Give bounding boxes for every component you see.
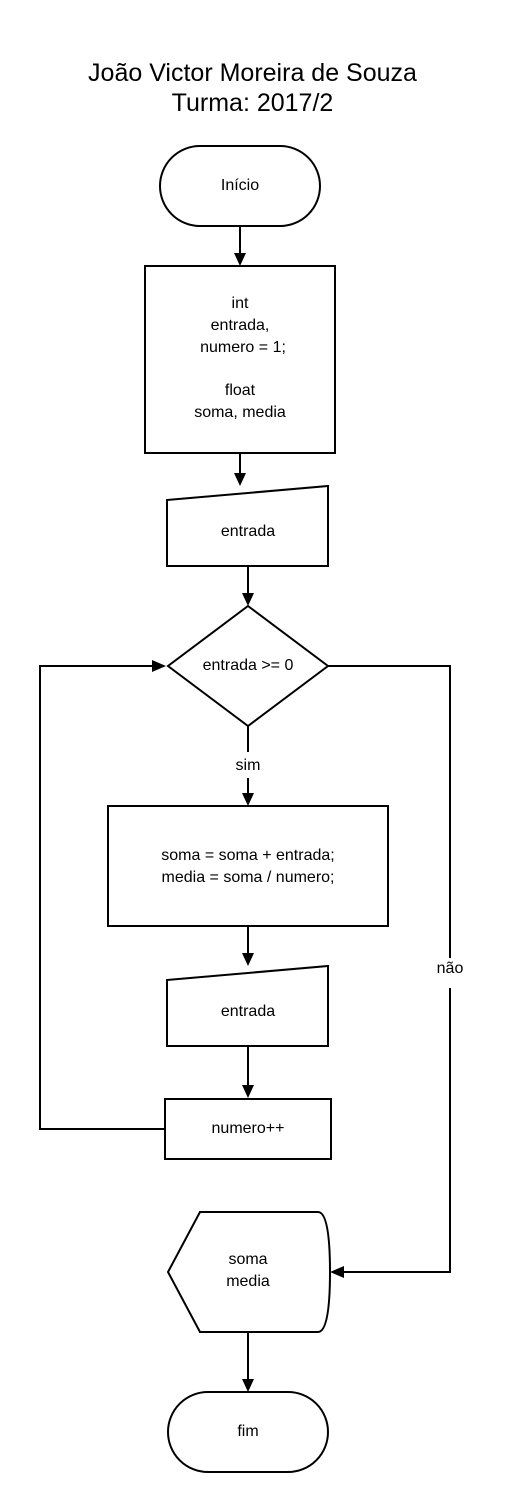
end-label: fim [237,1423,258,1440]
arrow-head [234,473,246,486]
author-name: João Victor Moreira de Souza [88,59,417,87]
declaration-line: int [232,295,249,312]
loop-back-connector [39,665,165,1130]
arrow-head [242,1085,254,1098]
declaration-line: numero = 1; [200,339,286,356]
yes-label: sim [236,757,261,774]
arrow-head [330,1266,344,1278]
end-terminal [167,1391,329,1473]
input-1-label: entrada [221,523,275,540]
input-2-label: entrada [221,1003,275,1020]
start-label: Início [221,177,259,194]
input-entrada-2 [166,964,329,1047]
arrow-head [242,793,254,806]
class-label: Turma: 2017/2 [171,89,334,117]
declarations-box [144,265,336,454]
input-entrada-1 [166,484,329,567]
arrow-head [152,660,166,672]
arrow-head [242,953,254,966]
increment-label: numero++ [212,1120,285,1137]
arrow-head [242,593,254,606]
declaration-line: soma, media [194,404,286,421]
declaration-line: float [225,382,256,399]
arrow-head [242,1379,254,1392]
calculation-box [107,805,389,927]
output-display [166,1211,332,1333]
declaration-line: entrada, [211,317,270,334]
calculation-line: media = soma / numero; [162,869,335,886]
no-branch-connector [328,665,451,958]
no-label: não [437,960,464,977]
calculation-line: soma = soma + entrada; [161,847,334,864]
arrow-head [234,253,246,266]
output-line: soma [228,1251,267,1268]
output-line: media [226,1273,270,1290]
decision-label: entrada >= 0 [203,657,294,674]
increment-box [164,1098,332,1160]
